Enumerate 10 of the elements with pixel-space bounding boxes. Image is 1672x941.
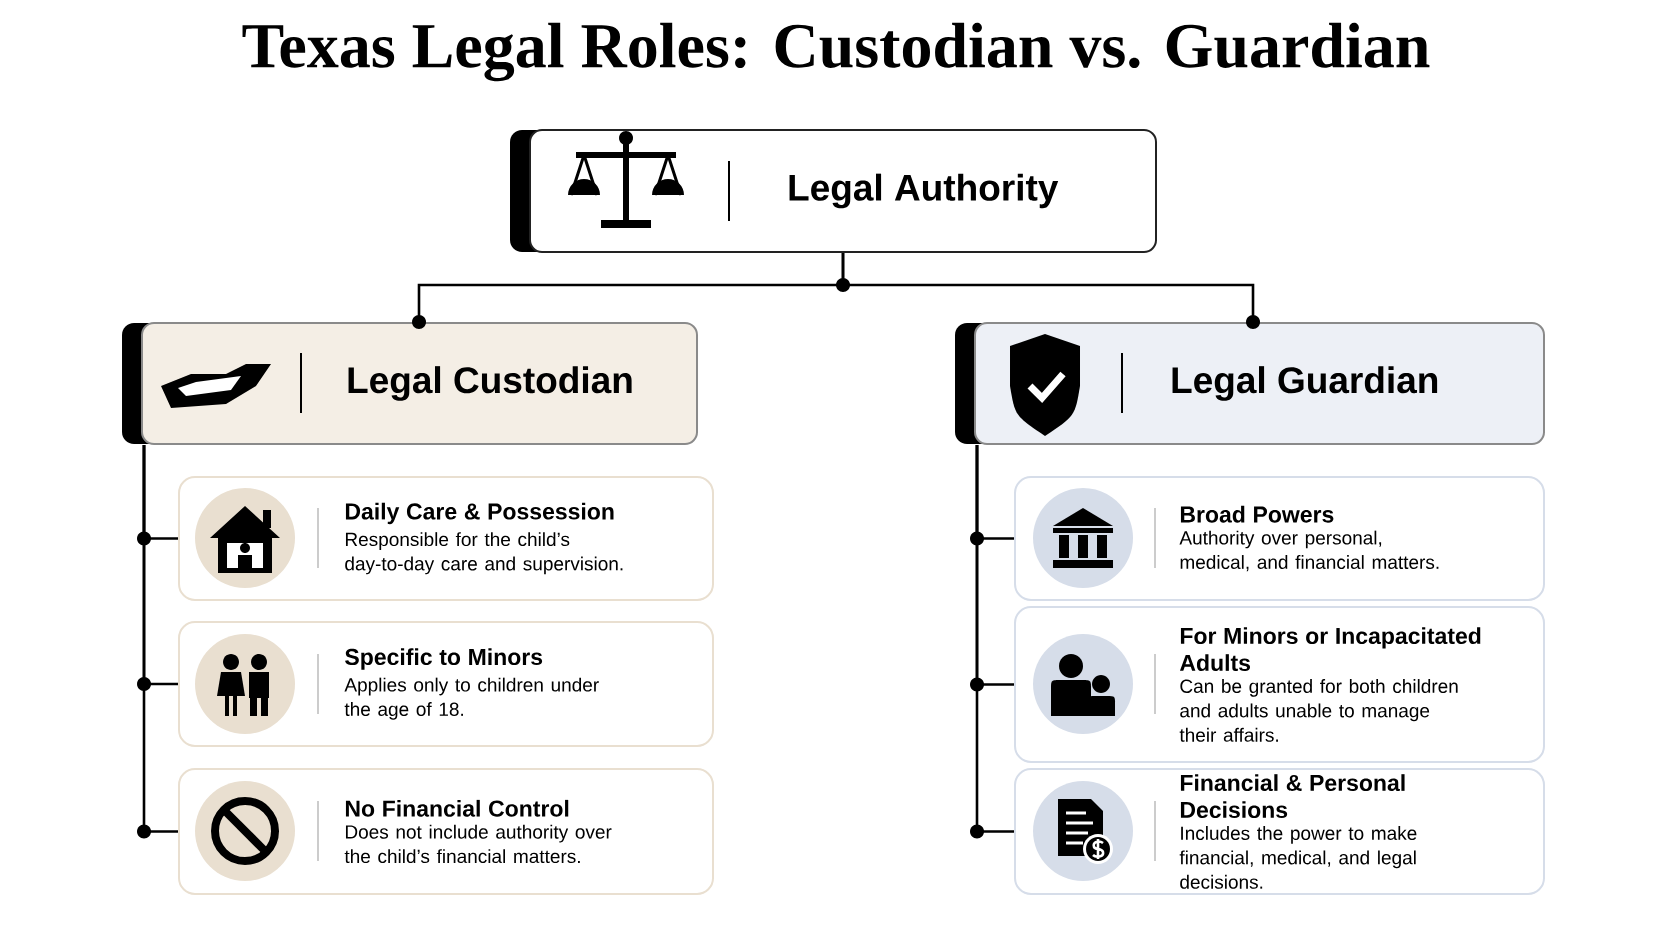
title: Texas Legal Roles: Custodian vs. Guardian <box>242 22 1430 82</box>
card-text: Specific to Minors Applies only to children under the age of 18. <box>344 648 599 720</box>
card-text: For Minors or Incapacitated Adults Can be granted for both children and adults unable to manage their affairs. <box>1179 627 1481 742</box>
connector <box>142 445 178 833</box>
card-text: Financial & Personal Decisions Includes the power to make financial, medical, and legal decisions. <box>1179 774 1417 889</box>
connector <box>841 253 1260 329</box>
card-text: Broad Powers Authority over personal, medical, and financial matters. <box>1179 505 1439 572</box>
card-text: Daily Care & Possession Responsible for the child’s day-to-day care and supervision. <box>345 502 623 575</box>
connector <box>975 445 1014 833</box>
card-text: No Financial Control Does not include authority over the child’s financial matters. <box>344 799 612 864</box>
